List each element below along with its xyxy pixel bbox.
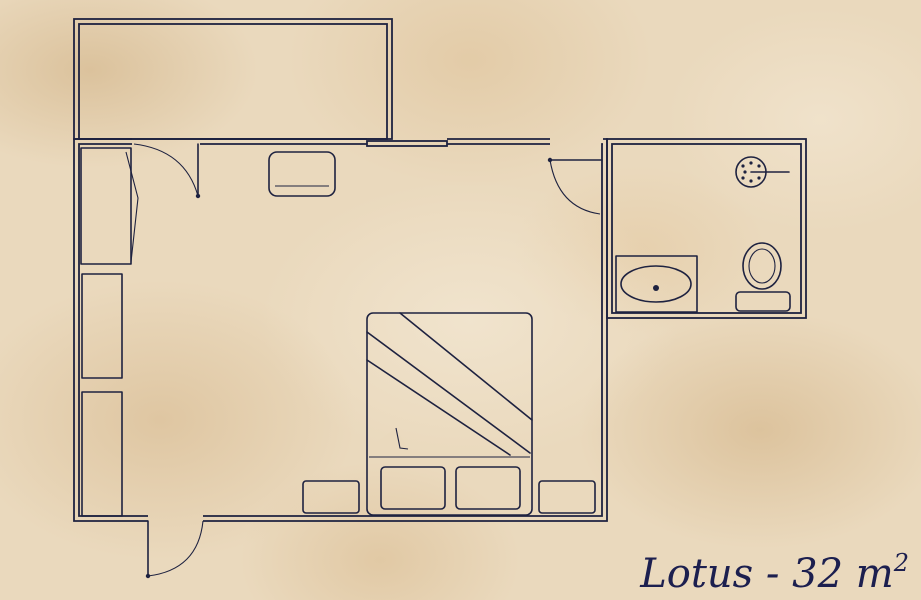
shower-icon (735, 156, 790, 188)
balcony-window (366, 140, 448, 147)
balcony (73, 18, 393, 140)
pillow-icon (380, 466, 521, 510)
balcony-door (133, 143, 201, 199)
bathroom-walls (606, 138, 807, 319)
entrance-door (145, 520, 204, 579)
sink-icon (615, 255, 698, 313)
room-name: Lotus (640, 551, 754, 597)
toilet-icon (735, 242, 791, 312)
unit-exponent: 2 (893, 549, 909, 577)
double-bed-icon (366, 312, 533, 516)
nightstand-icon (302, 480, 596, 514)
area-unit: m (855, 551, 894, 597)
desk-icon (268, 151, 336, 197)
shelf-upper (81, 273, 123, 379)
title-separator: - (753, 551, 793, 597)
room-area: 32 (792, 551, 844, 597)
wardrobe-icon (80, 147, 139, 265)
bathroom-door (547, 157, 603, 215)
room-title: Lotus - 32 m2 (640, 551, 909, 597)
shelf-lower (81, 391, 123, 517)
main-room-walls (73, 138, 608, 522)
